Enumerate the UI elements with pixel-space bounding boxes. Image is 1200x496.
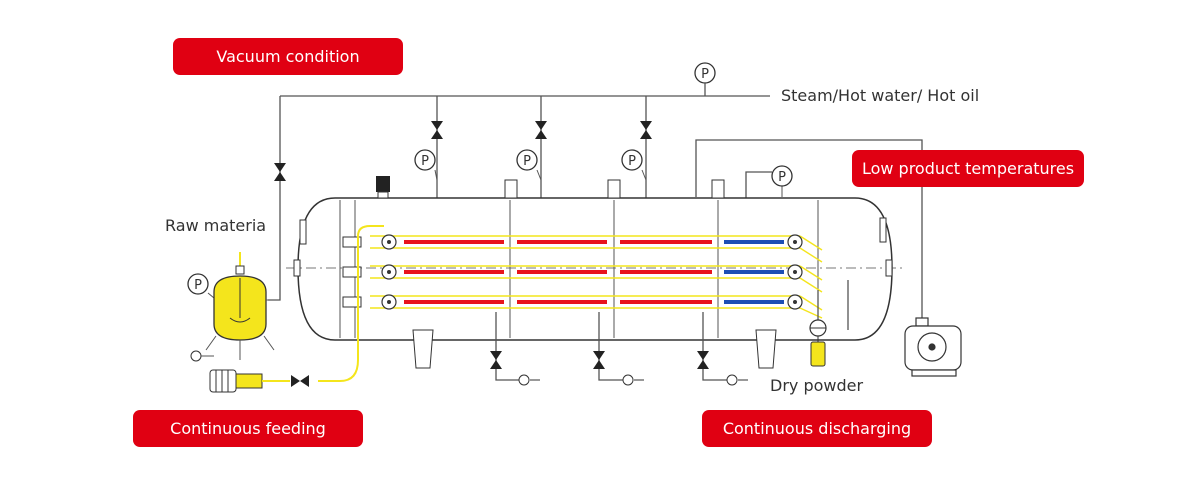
feed-pump	[209, 369, 263, 393]
pressure-gauge-icon: P	[187, 273, 215, 299]
valve-icon	[490, 351, 502, 369]
feed-tank	[190, 252, 280, 362]
pressure-gauge-icon: P	[694, 62, 716, 84]
discharge-lines	[495, 280, 849, 381]
feed-line	[262, 225, 384, 382]
pressure-gauge-icon: P	[771, 165, 793, 197]
valve-icon	[274, 163, 286, 181]
svg-text:P: P	[194, 278, 202, 293]
valve-icon	[640, 121, 652, 139]
badge-continuous-feeding: Continuous feeding	[133, 410, 363, 447]
pressure-gauge-icon: P	[414, 149, 438, 181]
trap-icon	[518, 374, 748, 386]
pressure-gauge-icon: P	[621, 149, 647, 181]
svg-text:P: P	[778, 170, 786, 185]
valve-icon	[291, 375, 309, 387]
valve-icon	[535, 121, 547, 139]
badge-continuous-discharging: Continuous discharging	[702, 410, 932, 447]
svg-text:P: P	[628, 154, 636, 169]
valve-icon	[431, 121, 443, 139]
label-dry-powder: Dry powder	[770, 376, 864, 395]
label-steam: Steam/Hot water/ Hot oil	[781, 86, 980, 105]
valve-icon	[697, 351, 709, 369]
svg-text:P: P	[523, 154, 531, 169]
valve-icon	[593, 351, 605, 369]
badge-low-product-temperatures: Low product temperatures	[852, 150, 1084, 187]
vacuum-pump-icon	[904, 317, 962, 377]
svg-text:P: P	[701, 67, 709, 82]
dryer-vessel	[286, 176, 905, 369]
pressure-gauge-icon: P	[516, 149, 542, 181]
heating-belts	[342, 234, 823, 319]
badge-vacuum-condition: Vacuum condition	[173, 38, 403, 75]
label-raw-material: Raw materia	[165, 216, 267, 235]
svg-text:P: P	[421, 154, 429, 169]
powder-collector	[809, 319, 827, 367]
